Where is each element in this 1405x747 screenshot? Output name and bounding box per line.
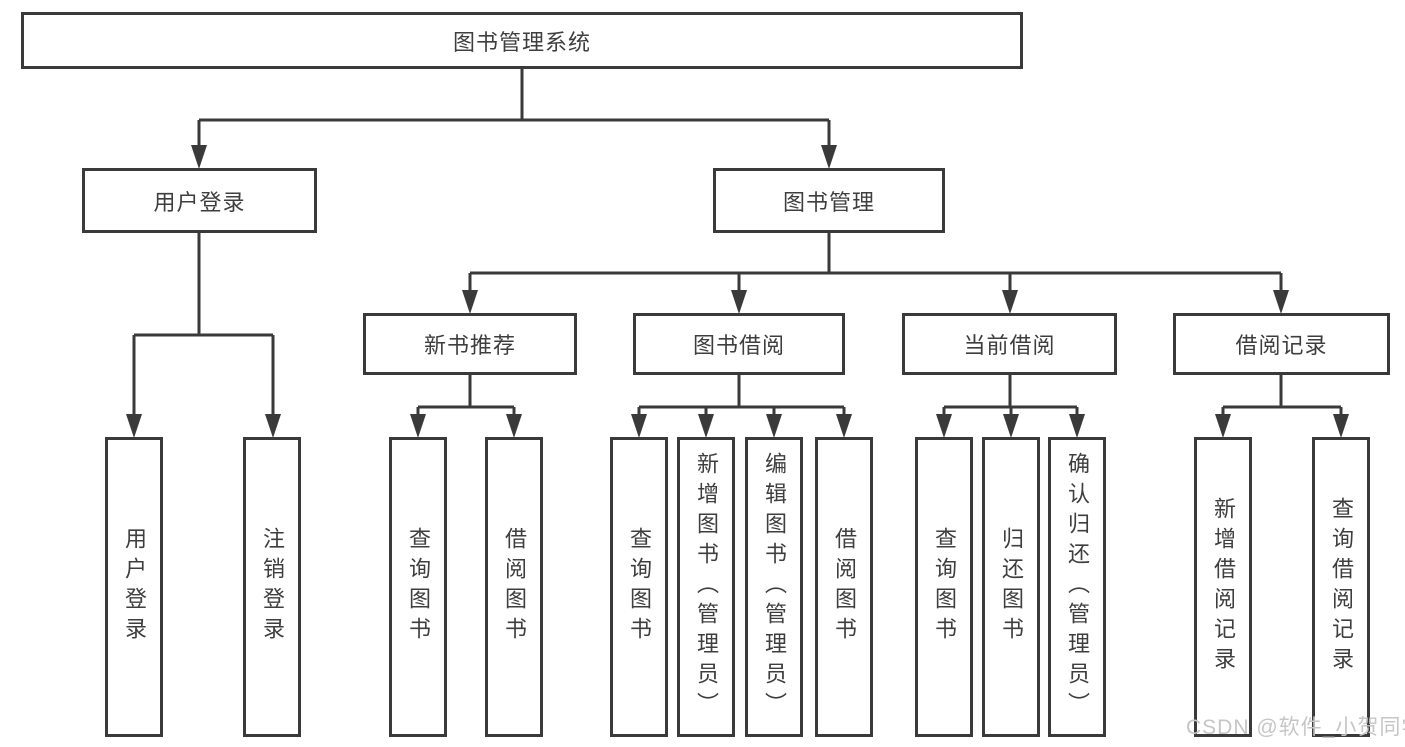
leaf-br-add-record: 新增借阅记录 [1194, 437, 1252, 737]
node-borrow-records: 借阅记录 [1173, 313, 1390, 375]
leaf-nb-borrow-books: 借阅图书 [485, 437, 543, 737]
leaf-bb-query-books-label: 查询图书 [627, 527, 652, 647]
leaf-cb-query-books: 查询图书 [915, 437, 973, 737]
leaf-cb-return-books-label: 归还图书 [999, 527, 1024, 647]
leaf-cb-confirm-return-admin-label: 确认归还（管理员） [1065, 452, 1090, 722]
leaf-logout: 注销登录 [243, 437, 301, 737]
leaf-bb-edit-books-admin-label: 编辑图书（管理员） [762, 452, 787, 722]
leaf-bb-add-books-admin: 新增图书（管理员） [677, 437, 735, 737]
leaf-user-login-label: 用户登录 [122, 527, 147, 647]
leaf-user-login: 用户登录 [105, 437, 163, 737]
node-user-login-label: 用户登录 [153, 189, 246, 215]
node-borrow-records-label: 借阅记录 [1235, 333, 1328, 358]
node-book-management: 图书管理 [713, 168, 945, 233]
leaf-nb-query-books-label: 查询图书 [406, 527, 431, 647]
node-root-label: 图书管理系统 [452, 29, 591, 55]
leaf-bb-add-books-admin-label: 新增图书（管理员） [694, 452, 719, 722]
leaf-br-query-record: 查询借阅记录 [1312, 437, 1370, 737]
leaf-bb-borrow-books: 借阅图书 [815, 437, 873, 737]
node-new-book-recommend: 新书推荐 [363, 313, 577, 375]
leaf-cb-query-books-label: 查询图书 [932, 527, 957, 647]
leaf-cb-return-books: 归还图书 [982, 437, 1040, 737]
leaf-cb-confirm-return-admin: 确认归还（管理员） [1048, 437, 1106, 737]
leaf-bb-borrow-books-label: 借阅图书 [832, 527, 857, 647]
leaf-bb-edit-books-admin: 编辑图书（管理员） [745, 437, 803, 737]
node-new-book-recommend-label: 新书推荐 [423, 333, 516, 358]
node-book-borrow-label: 图书借阅 [692, 333, 785, 358]
node-current-borrow-label: 当前借阅 [963, 333, 1056, 358]
node-root: 图书管理系统 [21, 12, 1023, 69]
leaf-br-query-record-label: 查询借阅记录 [1329, 497, 1354, 677]
node-book-borrow: 图书借阅 [633, 313, 845, 375]
leaf-nb-borrow-books-label: 借阅图书 [502, 527, 527, 647]
node-user-login: 用户登录 [82, 168, 317, 233]
csdn-watermark: CSDN @软件_小贺同学 [1186, 716, 1405, 739]
node-current-borrow: 当前借阅 [902, 313, 1117, 375]
leaf-logout-label: 注销登录 [260, 527, 285, 647]
leaf-br-add-record-label: 新增借阅记录 [1211, 497, 1236, 677]
leaf-bb-query-books: 查询图书 [610, 437, 668, 737]
node-book-management-label: 图书管理 [782, 189, 875, 215]
leaf-nb-query-books: 查询图书 [389, 437, 447, 737]
